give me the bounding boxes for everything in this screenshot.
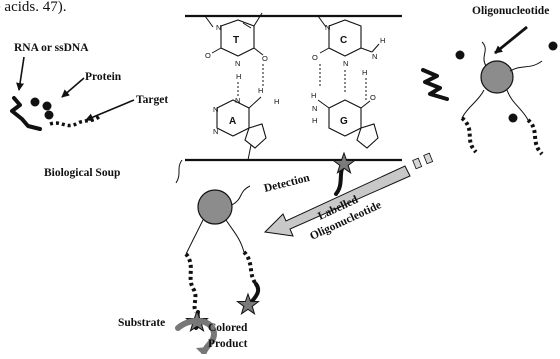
atom-h: H xyxy=(380,36,385,45)
linker-arm xyxy=(506,89,529,121)
colored-label: Colored xyxy=(208,322,248,334)
linker-arm xyxy=(175,159,183,184)
reaction-curve-arrow xyxy=(175,317,218,355)
product-label: Product xyxy=(208,338,248,350)
linker-arm xyxy=(231,185,251,206)
base-letter-a: A xyxy=(229,116,236,127)
atom-n: N xyxy=(213,105,218,114)
atom-n: N xyxy=(216,23,221,32)
biological-soup-label: Biological Soup xyxy=(44,167,120,179)
linker-arm xyxy=(185,219,204,255)
oligonucleotide-pointer-arrow xyxy=(494,25,528,55)
atom-n: N xyxy=(235,96,240,105)
detection-group: Detection Labelled Oligonucleotide xyxy=(263,151,434,243)
captured-complex-group: Substrate Colored Product xyxy=(118,159,261,356)
probe-sphere xyxy=(197,189,233,225)
protein-dot xyxy=(42,101,52,111)
linker-arm xyxy=(461,89,485,119)
protein-dot xyxy=(30,97,40,107)
linker-arm xyxy=(225,219,245,253)
oligonucleotide-label: Oligonucleotide xyxy=(472,5,549,17)
atom-h: H xyxy=(274,97,279,106)
atom-o: O xyxy=(370,93,376,102)
probe-strand xyxy=(460,116,478,154)
atom-h: H xyxy=(362,68,367,77)
reaction-arrow-head xyxy=(196,347,210,356)
protein-pointer-arrow xyxy=(61,77,85,98)
base-letter-c: C xyxy=(340,35,347,46)
arrow-tail-block xyxy=(412,157,423,170)
atom-n: N xyxy=(312,104,317,113)
detection-arrow xyxy=(263,165,411,237)
target-label: Target xyxy=(136,94,168,106)
probe-strand xyxy=(526,118,544,156)
base-pairing-panel: T N O N H O A N H H N N xyxy=(185,12,402,162)
protein-dot xyxy=(548,41,558,51)
base-letter-g: G xyxy=(340,116,348,127)
protein-dot xyxy=(44,110,54,120)
guanine-structure: G H N H O xyxy=(311,91,379,149)
captured-target-strand xyxy=(184,252,198,314)
rna-strand xyxy=(421,68,449,101)
probe-sphere xyxy=(480,60,514,94)
target-strand xyxy=(49,114,102,128)
atom-h: H xyxy=(258,86,263,95)
atom-o: O xyxy=(262,54,268,63)
cytosine-structure: C N O N N H H xyxy=(312,15,385,77)
rna-strand xyxy=(10,96,42,131)
label-star xyxy=(332,151,356,175)
protein-dot xyxy=(508,113,518,123)
atom-n: N xyxy=(325,23,330,32)
protein-label: Protein xyxy=(85,71,122,83)
atom-n: N xyxy=(372,52,377,61)
atom-h: H xyxy=(236,72,241,81)
biological-soup-group: RNA or ssDNA Protein Target Biological S… xyxy=(10,42,168,179)
base-letter-t: T xyxy=(233,35,239,46)
atom-n: N xyxy=(343,59,348,68)
atom-h: H xyxy=(311,91,316,100)
atom-h: H xyxy=(312,116,317,125)
substrate-label: Substrate xyxy=(118,317,165,329)
arrow-tail-block xyxy=(423,152,434,165)
rna-pointer-arrow xyxy=(16,56,25,91)
thymine-structure: T N O N H O xyxy=(204,12,268,81)
detection-label: Detection xyxy=(263,172,312,195)
rna-ssdna-label: RNA or ssDNA xyxy=(14,42,89,54)
atom-n: N xyxy=(213,127,218,136)
protein-dot xyxy=(455,50,465,60)
atom-n: N xyxy=(235,59,240,68)
atom-o: O xyxy=(312,53,318,62)
label-star xyxy=(236,292,260,316)
captured-target-strand xyxy=(242,250,258,286)
linker-arm xyxy=(481,41,487,67)
atom-o: O xyxy=(205,51,211,60)
target-pointer-arrow xyxy=(85,99,135,121)
adenine-structure: A N H H N N xyxy=(213,86,279,161)
linker-arm xyxy=(509,60,543,72)
header-text-fragment: e acids. 47). xyxy=(0,0,66,15)
probe-group: Oligonucleotide xyxy=(421,5,558,156)
